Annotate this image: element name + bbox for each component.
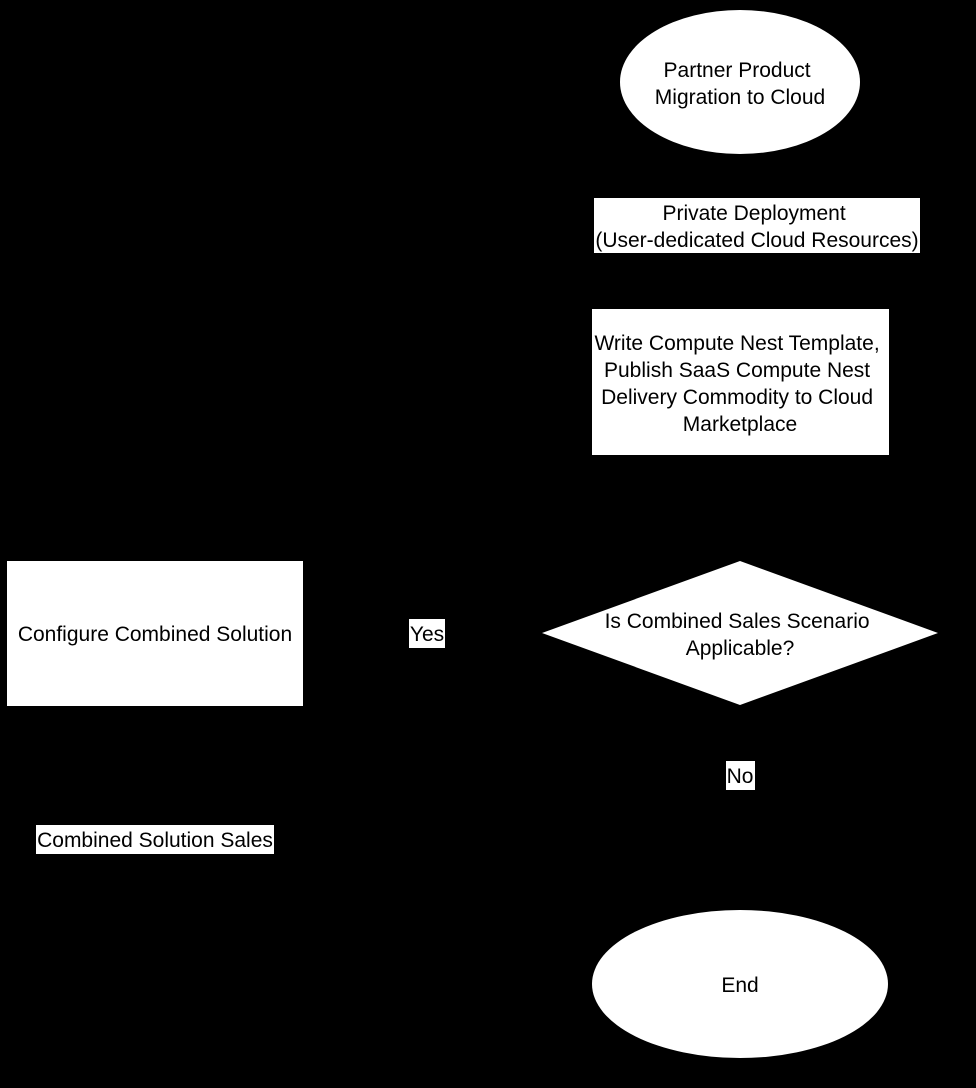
svg-text:Configure Combined Solution: Configure Combined Solution [18, 623, 292, 646]
svg-text:Private Deployment (User: Private Deployment (User-dedicated Cloud… [595, 202, 918, 252]
template-process-node: Write Compute Nest Template, Publish Saa… [592, 309, 889, 455]
private-deployment-node: Private Deployment (User-dedicated Cloud… [594, 198, 920, 253]
template-process-line: Delivery Commodity to Cloud [601, 386, 873, 409]
end-node: End [592, 910, 888, 1058]
edge-label-no: No [726, 761, 755, 790]
edge-label-yes-text: Yes [410, 623, 444, 646]
template-process-line: Publish SaaS Compute Nest [604, 359, 870, 382]
start-node-line: Partner Product [664, 59, 811, 82]
decision-node: Is Combined Sales Scenario Applicable? [542, 561, 938, 705]
end-node-text: End [721, 974, 758, 997]
start-node-line: Migration to Cloud [655, 86, 825, 109]
edge-label-no-text: No [727, 765, 754, 788]
configure-solution-line: Configure Combined Solution [18, 623, 292, 646]
svg-text:Partner Product Migratio: Partner Product Migration to Cloud [655, 59, 825, 109]
combined-sales-node: Combined Solution Sales [36, 825, 274, 854]
private-deployment-line: (User-dedicated Cloud Resources) [595, 229, 918, 252]
edge-label-yes: Yes [409, 619, 445, 648]
template-process-line: Write Compute Nest Template, [594, 332, 879, 355]
template-process-line: Marketplace [683, 413, 797, 436]
combined-sales-text: Combined Solution Sales [37, 829, 273, 852]
configure-solution-node: Configure Combined Solution [7, 561, 303, 706]
start-node: Partner Product Migration to Cloud [620, 10, 860, 154]
private-deployment-line: Private Deployment [662, 202, 845, 225]
svg-text:Write Compute Nest Template,: Write Compute Nest Template, Publish Saa… [594, 332, 885, 436]
decision-line: Is Combined Sales Scenario [605, 610, 870, 633]
decision-line: Applicable? [686, 637, 795, 660]
svg-text:Is Combined Sales Scenario: Is Combined Sales Scenario Applicable? [605, 610, 876, 660]
